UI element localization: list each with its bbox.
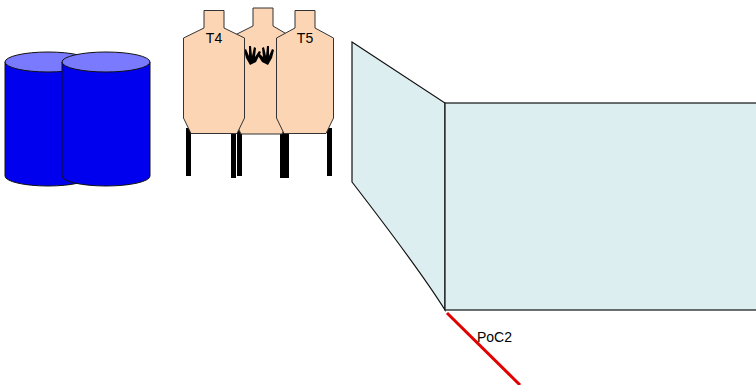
silo-legs: [186, 128, 332, 178]
connection-point-label: PoC2: [477, 329, 512, 345]
silo-outline: [276, 10, 334, 134]
tank-label: T5: [297, 31, 313, 46]
connection-line: [447, 313, 520, 385]
silo-tank: T4: [183, 10, 245, 134]
back-wall: [445, 103, 756, 310]
side-wall: [352, 42, 445, 310]
hand-symbol: [244, 46, 274, 65]
drum: [62, 52, 150, 186]
silo-tank: T5: [276, 10, 334, 134]
tank-label: T4: [206, 31, 222, 46]
silo-outline: [183, 10, 245, 134]
